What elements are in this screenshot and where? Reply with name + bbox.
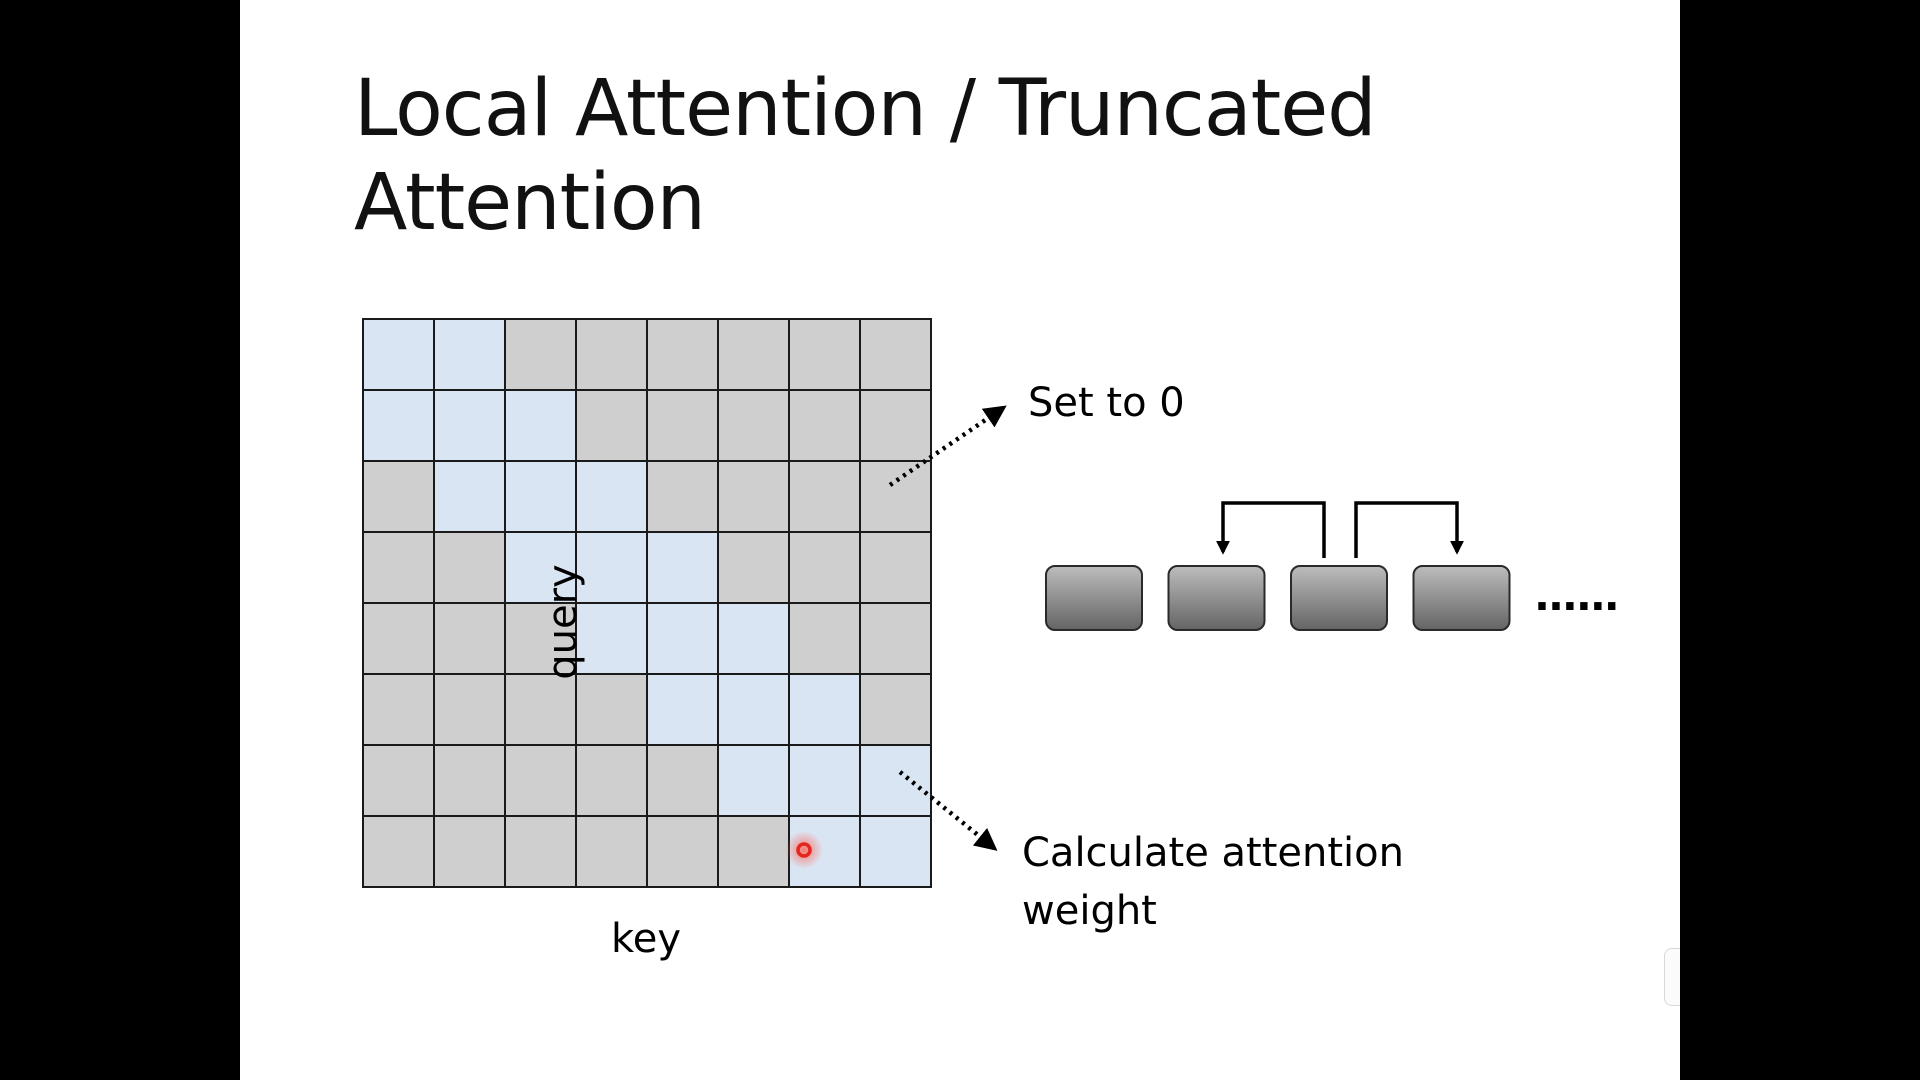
matrix-cell-masked: [717, 318, 790, 391]
matrix-cell-masked: [504, 815, 577, 888]
matrix-cell-computed: [859, 815, 932, 888]
matrix-cell-computed: [504, 460, 577, 533]
matrix-cell-masked: [646, 318, 719, 391]
sequence-blocks: [1045, 565, 1511, 631]
matrix-cell-computed: [575, 531, 648, 604]
matrix-cell-masked: [788, 602, 861, 675]
matrix-cell-computed: [646, 531, 719, 604]
matrix-cell-computed: [859, 744, 932, 817]
sequence-block: [1167, 565, 1266, 631]
title-line-2: Attention: [354, 158, 706, 248]
matrix-cell-masked: [646, 389, 719, 462]
matrix-cell-masked: [433, 602, 506, 675]
matrix-cell-computed: [575, 460, 648, 533]
matrix-cell-computed: [433, 318, 506, 391]
ellipsis-label: ......: [1534, 571, 1618, 620]
matrix-cell-masked: [362, 531, 435, 604]
matrix-cell-masked: [717, 460, 790, 533]
matrix-cell-masked: [362, 815, 435, 888]
matrix-cell-computed: [717, 673, 790, 746]
matrix-cell-masked: [575, 744, 648, 817]
matrix-cell-masked: [362, 673, 435, 746]
title-line-1: Local Attention / Truncated: [354, 64, 1377, 154]
key-axis-label: key: [611, 916, 681, 962]
matrix-cell-computed: [575, 602, 648, 675]
matrix-cell-masked: [575, 815, 648, 888]
query-axis-label: query: [540, 564, 586, 679]
matrix-cell-computed: [646, 673, 719, 746]
matrix-cell-masked: [859, 531, 932, 604]
set-to-zero-arrow: [888, 405, 1007, 487]
matrix-cell-computed: [717, 744, 790, 817]
slide: Local Attention / Truncated Attention qu…: [240, 0, 1680, 1080]
matrix-cell-masked: [788, 531, 861, 604]
matrix-cell-masked: [859, 673, 932, 746]
matrix-cell-masked: [717, 531, 790, 604]
calculate-label-line2: weight: [1022, 888, 1157, 934]
attention-matrix: [362, 318, 932, 888]
matrix-cell-masked: [433, 815, 506, 888]
matrix-cell-masked: [859, 318, 932, 391]
sequence-block: [1290, 565, 1388, 631]
matrix-cell-masked: [433, 531, 506, 604]
matrix-cell-masked: [859, 602, 932, 675]
matrix-cell-masked: [646, 460, 719, 533]
matrix-cell-masked: [788, 389, 861, 462]
matrix-cell-masked: [504, 744, 577, 817]
bracket-arrow-right: [1354, 501, 1464, 558]
bracket-arrow-left: [1216, 501, 1326, 558]
matrix-cell-masked: [575, 673, 648, 746]
set-to-zero-label: Set to 0: [1028, 380, 1185, 426]
sequence-block: [1045, 565, 1143, 631]
matrix-cell-masked: [362, 744, 435, 817]
slide-title: Local Attention / Truncated Attention: [354, 62, 1514, 250]
matrix-cell-computed: [646, 602, 719, 675]
matrix-cell-masked: [362, 460, 435, 533]
matrix-cell-masked: [859, 389, 932, 462]
matrix-cell-masked: [362, 602, 435, 675]
side-panel-handle[interactable]: [1664, 948, 1680, 1006]
matrix-cell-computed: [362, 389, 435, 462]
cursor-indicator: [785, 831, 823, 869]
calculate-label-line1: Calculate attention: [1022, 830, 1404, 876]
sequence-block: [1412, 565, 1511, 631]
matrix-cell-masked: [788, 318, 861, 391]
matrix-cell-computed: [788, 673, 861, 746]
matrix-cell-masked: [575, 389, 648, 462]
matrix-cell-computed: [717, 602, 790, 675]
matrix-cell-masked: [433, 673, 506, 746]
matrix-cell-masked: [646, 744, 719, 817]
matrix-cell-masked: [504, 673, 577, 746]
matrix-cell-computed: [433, 389, 506, 462]
matrix-cell-masked: [433, 744, 506, 817]
matrix-cell-computed: [504, 389, 577, 462]
matrix-cell-masked: [717, 389, 790, 462]
attention-diagram: query key Set to 0 Calculate attention w…: [362, 318, 1620, 962]
matrix-cell-masked: [788, 460, 861, 533]
matrix-cell-computed: [433, 460, 506, 533]
matrix-cell-masked: [859, 460, 932, 533]
matrix-cell-masked: [646, 815, 719, 888]
matrix-cell-computed: [362, 318, 435, 391]
matrix-cell-masked: [575, 318, 648, 391]
matrix-cell-masked: [717, 815, 790, 888]
matrix-cell-computed: [788, 744, 861, 817]
matrix-cell-masked: [504, 318, 577, 391]
